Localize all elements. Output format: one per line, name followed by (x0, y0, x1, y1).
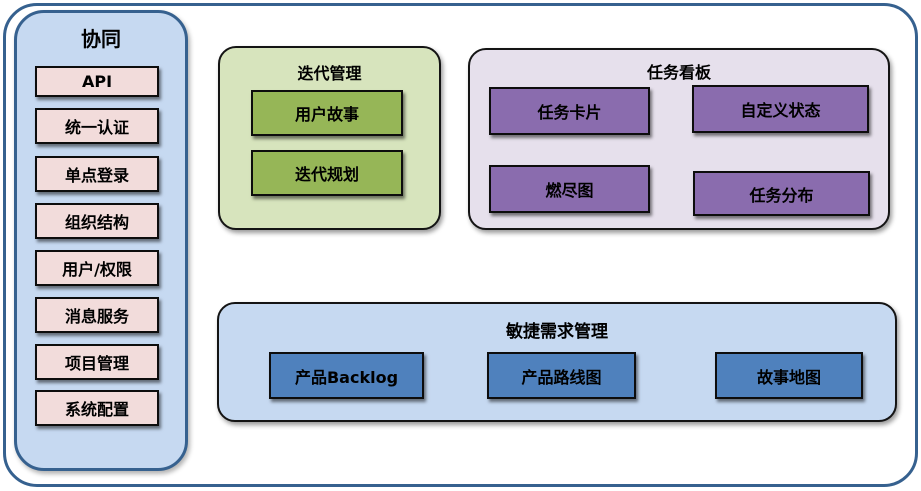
item-user-story: 用户故事 (251, 90, 403, 136)
section-task-board-title: 任务看板 (646, 63, 711, 82)
item-product-backlog: 产品Backlog (269, 352, 424, 399)
sidebar-item-unified-auth: 统一认证 (35, 108, 159, 144)
item-story-map: 故事地图 (715, 352, 863, 399)
sidebar-item-org-structure: 组织结构 (35, 203, 159, 239)
section-agile-title: 敏捷需求管理 (506, 322, 608, 342)
section-agile-requirement-management: 敏捷需求管理 产品Backlog 产品路线图 故事地图 (217, 302, 897, 422)
sidebar-item-project-management: 项目管理 (35, 344, 159, 380)
item-task-distribution: 任务分布 (693, 171, 870, 216)
sidebar-title: 协同 (81, 27, 121, 51)
sidebar-item-api: API (35, 66, 159, 97)
sidebar-item-system-config: 系统配置 (35, 390, 159, 426)
item-burndown-chart: 燃尽图 (489, 165, 650, 213)
sidebar-item-single-sign-on: 单点登录 (35, 156, 159, 192)
section-task-board: 任务看板 任务卡片 自定义状态 燃尽图 任务分布 (468, 48, 890, 230)
section-iteration-management: 迭代管理 用户故事 迭代规划 (218, 46, 441, 230)
item-custom-status: 自定义状态 (692, 85, 869, 133)
sidebar-item-message-service: 消息服务 (35, 297, 159, 333)
item-product-roadmap: 产品路线图 (487, 352, 636, 399)
sidebar-collaboration-panel: 协同 API 统一认证 单点登录 组织结构 用户/权限 消息服务 项目管理 系统… (14, 10, 188, 471)
item-iteration-planning: 迭代规划 (251, 150, 403, 196)
sidebar-item-user-permission: 用户/权限 (35, 250, 159, 286)
section-iteration-title: 迭代管理 (297, 64, 362, 83)
item-task-card: 任务卡片 (489, 87, 650, 135)
